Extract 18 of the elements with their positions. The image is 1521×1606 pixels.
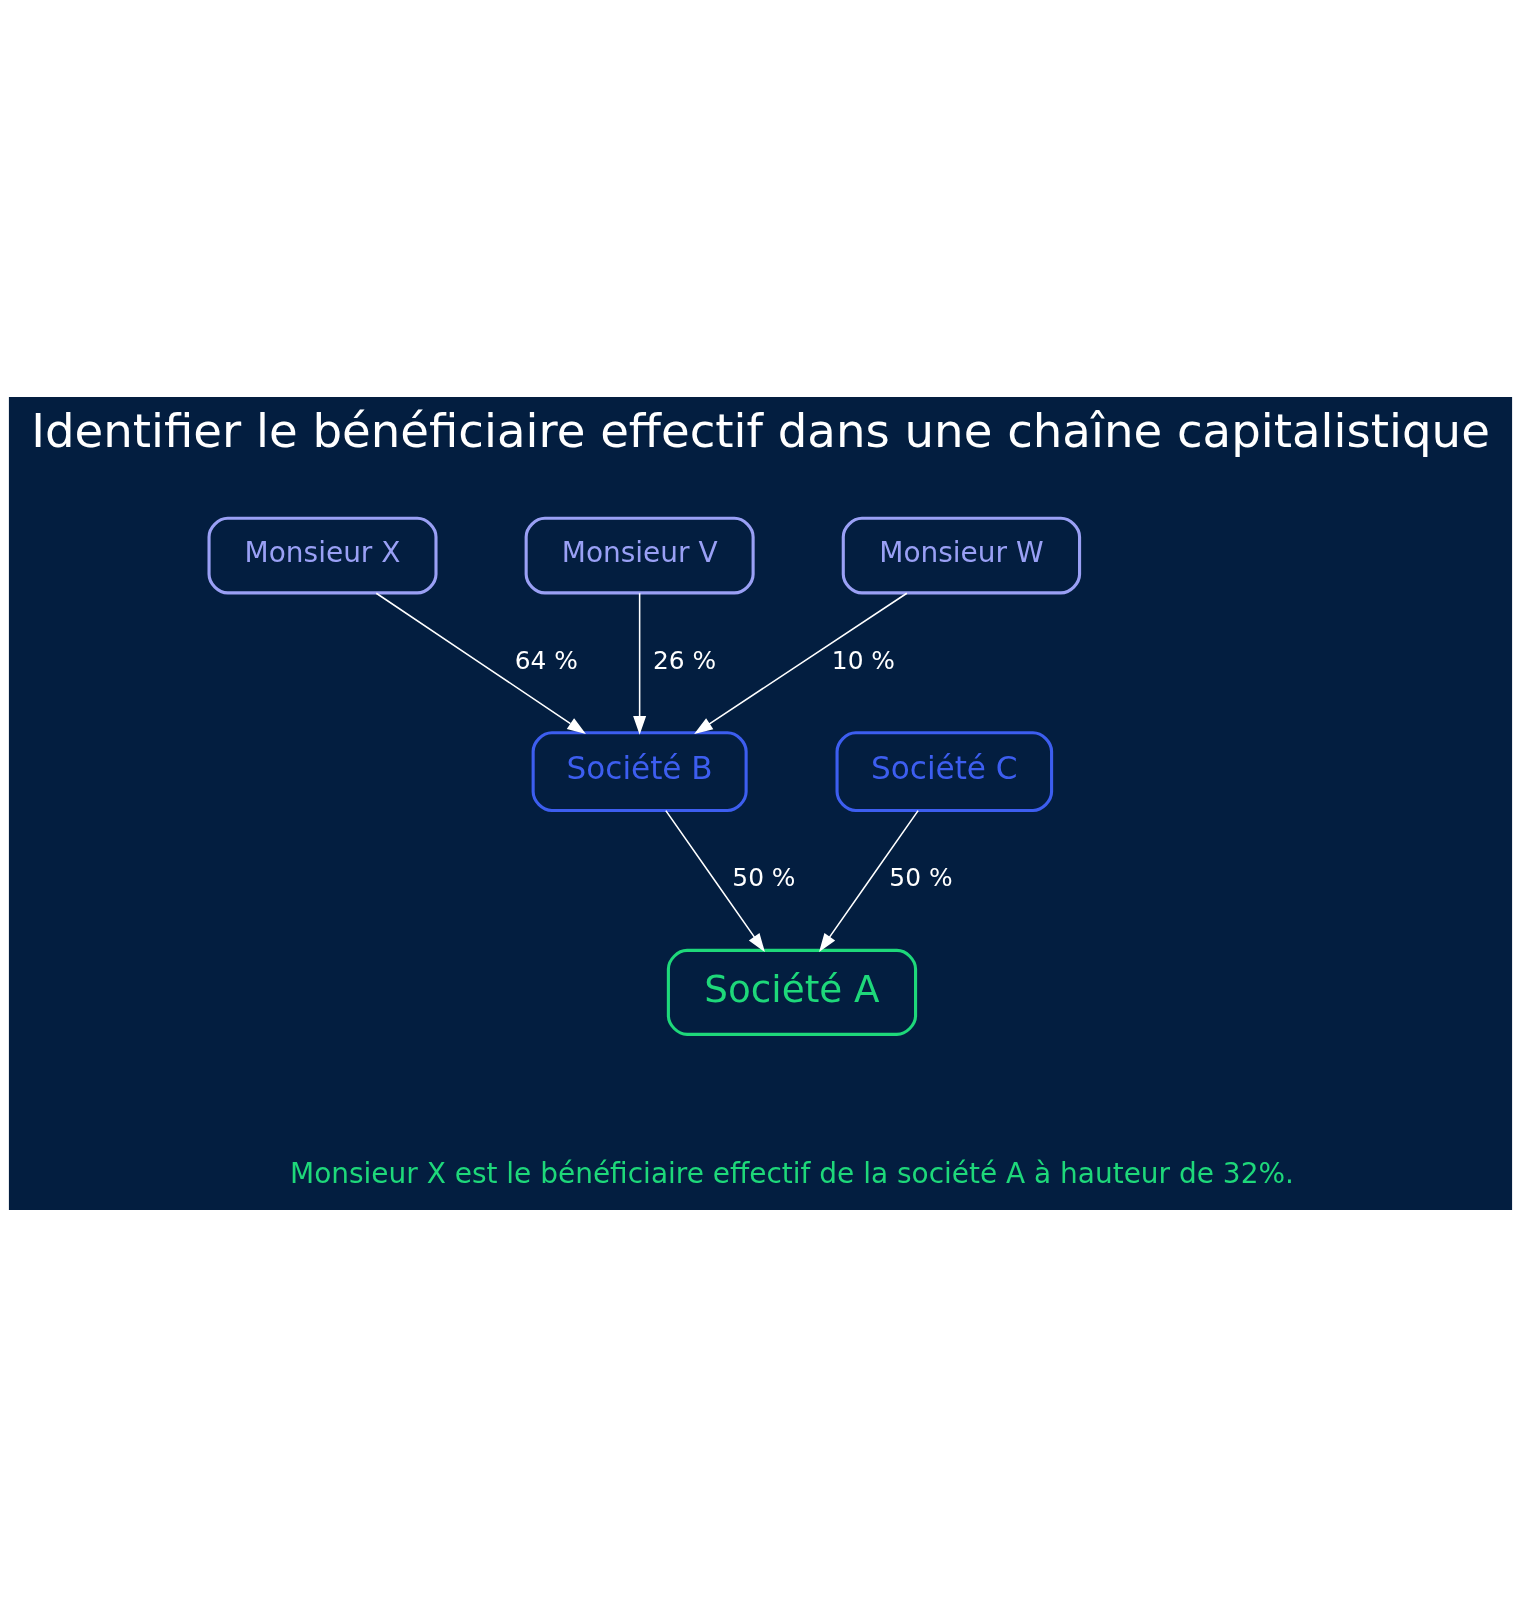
label: Monsieur X est le bénéficiaire effectif de la société A à hauteur de 32%. <box>290 1156 1294 1190</box>
edge-label: 64 % <box>514 645 578 675</box>
diagram-title: Identifier le bénéficiaire effectif dans une chaîne capitalistique <box>31 403 1490 458</box>
arrow <box>633 591 647 735</box>
node-box: Société C <box>835 730 1054 812</box>
edge-label: 26 % <box>653 645 717 675</box>
node-box: Monsieur X <box>207 516 438 594</box>
node-box: Société B <box>531 730 748 812</box>
arrow <box>665 809 765 952</box>
edge-label: 50 % <box>732 862 796 892</box>
edge-label: 50 % <box>889 862 953 892</box>
node-box: Société A <box>666 948 918 1036</box>
node-box: Monsieur W <box>841 516 1082 594</box>
edge-label: 10 % <box>831 645 895 675</box>
arrow <box>819 809 919 952</box>
node-box: Monsieur V <box>524 516 755 594</box>
arrow <box>694 591 908 734</box>
arrow <box>375 591 586 734</box>
